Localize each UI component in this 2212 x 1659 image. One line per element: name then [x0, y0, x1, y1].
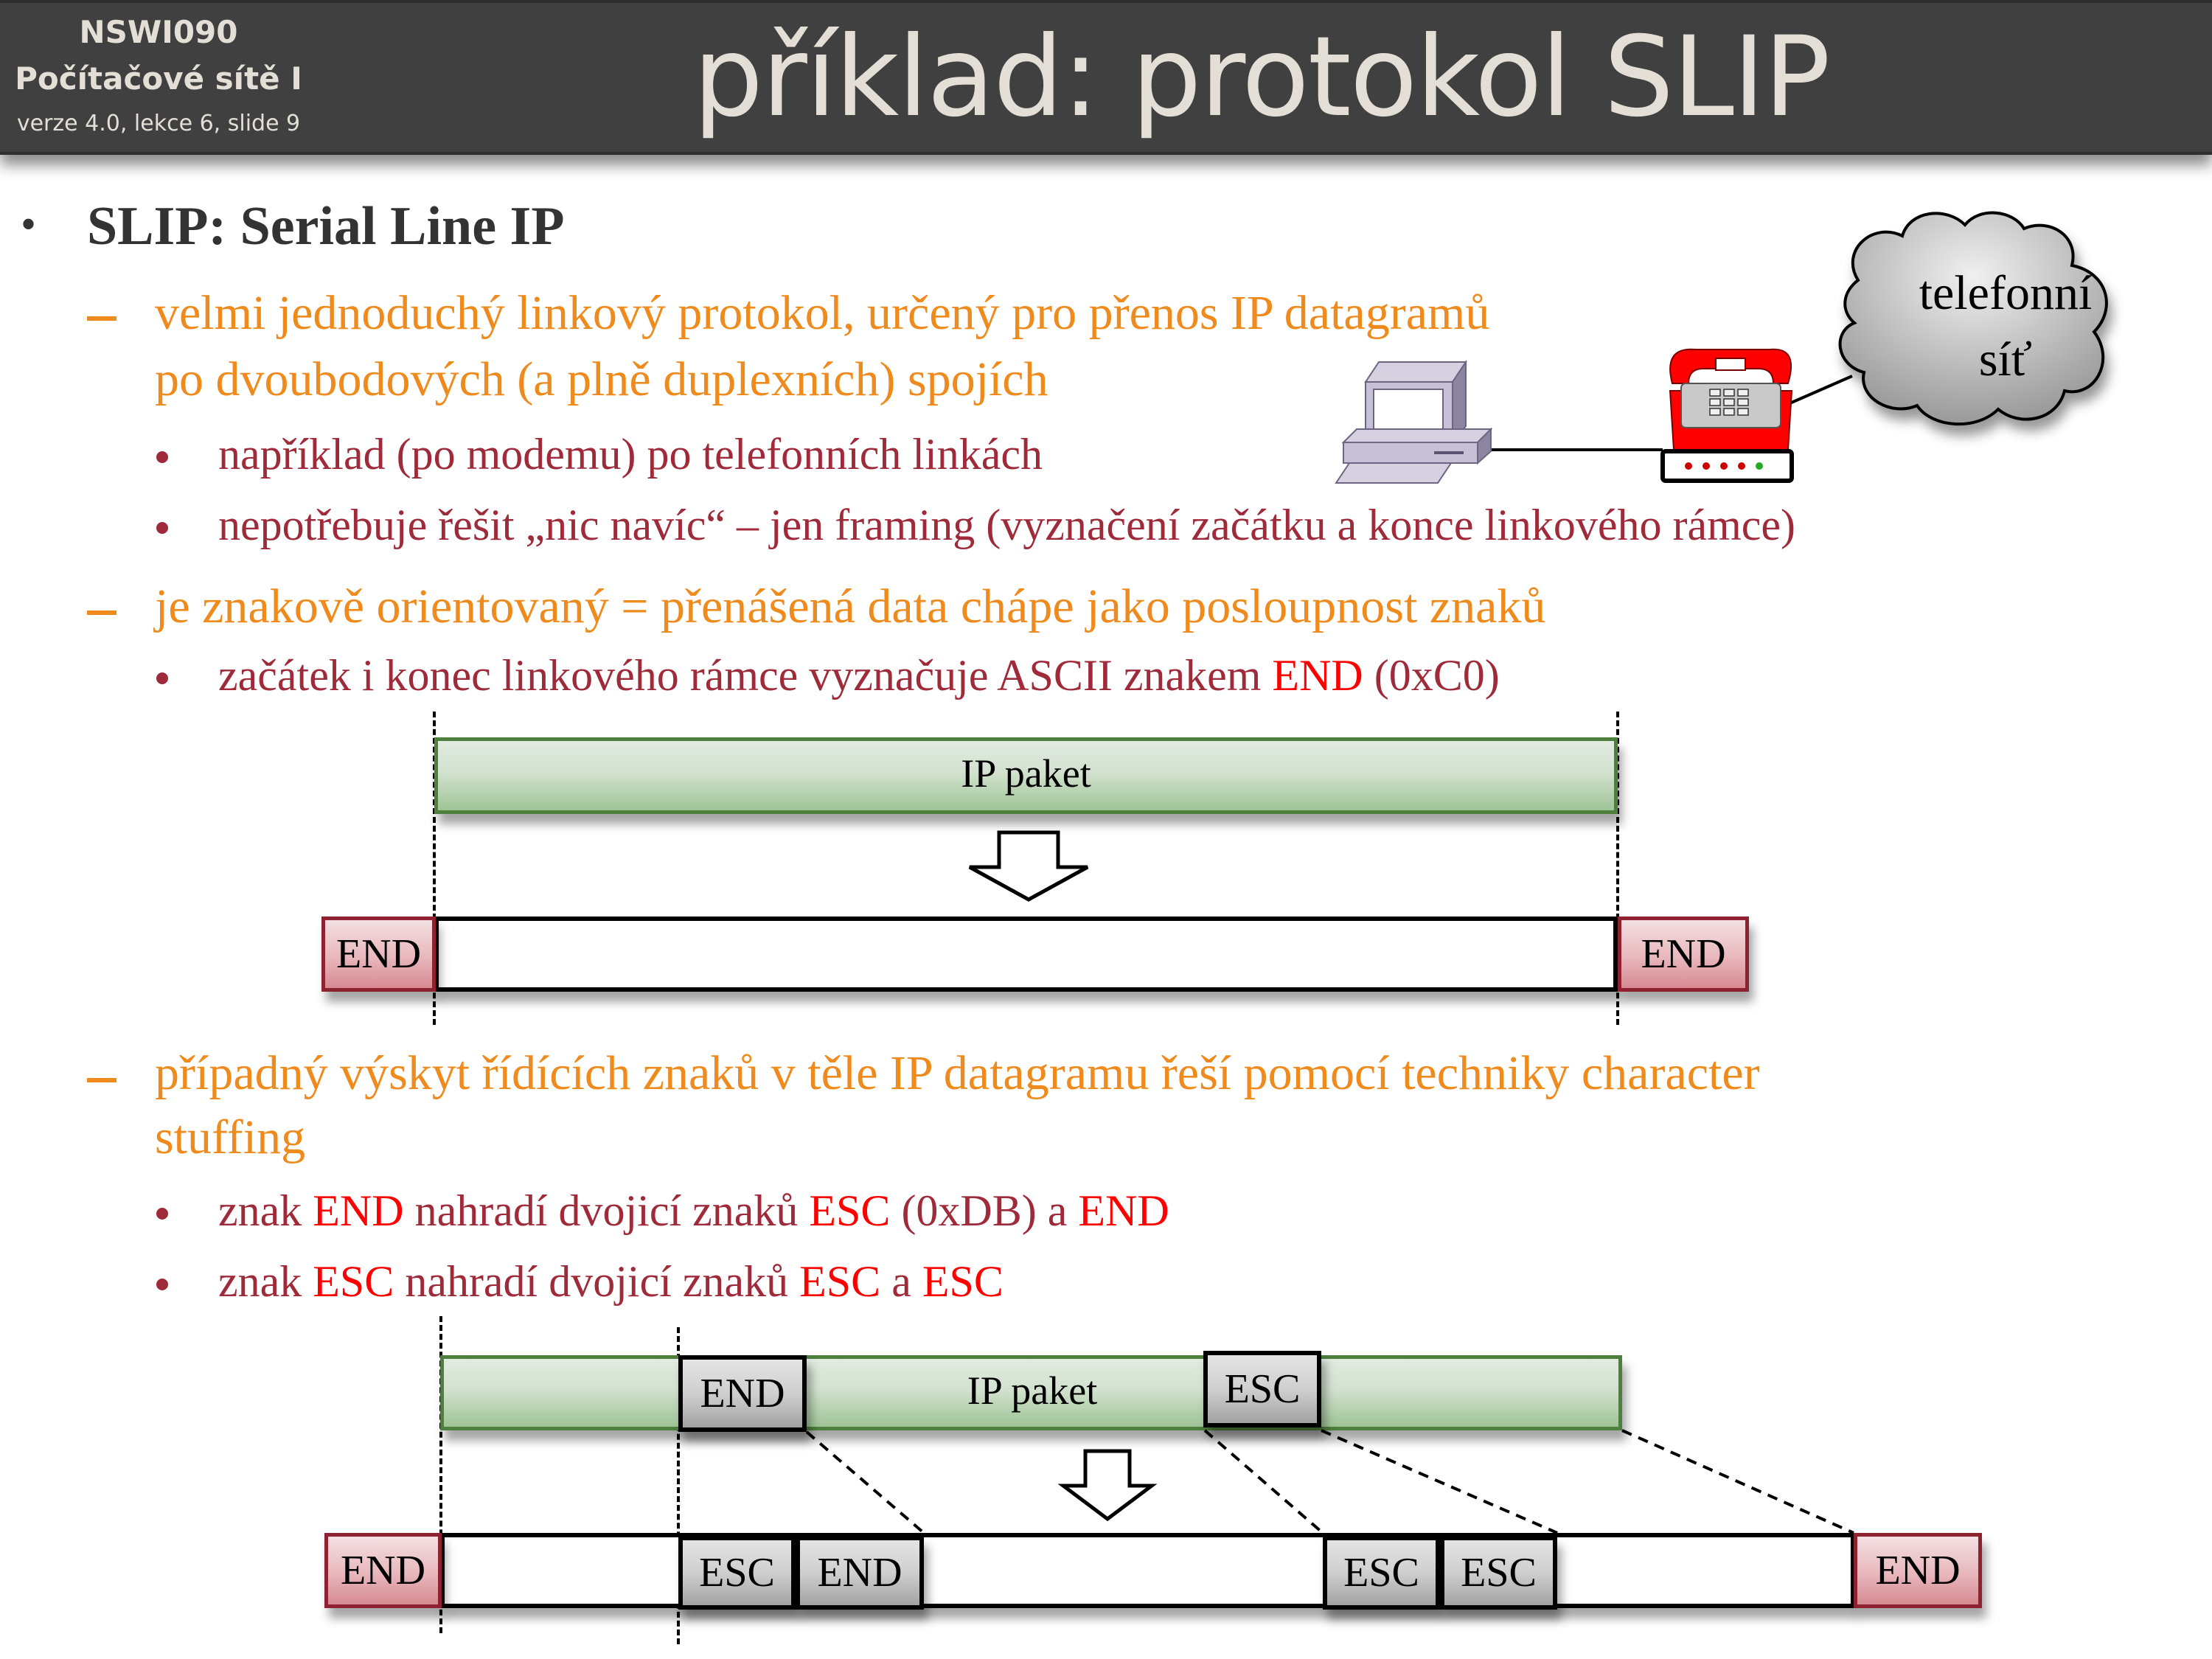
stuffed-esc: ESC	[678, 1536, 796, 1610]
text-esc-replacement: znak ESC nahradí dvojicí znaků ESC a ESC	[218, 1257, 1004, 1306]
cloud-label-line2: síť	[1978, 333, 2033, 386]
text-char-oriented: je znakově orientovaný = přenášená data …	[155, 580, 1546, 633]
cloud-label-line1: telefonní	[1919, 266, 2093, 320]
frame-body	[440, 1533, 1855, 1608]
frame-body	[434, 917, 1618, 992]
stuffed-end: END	[796, 1536, 924, 1610]
text-stuffing-2: stuffing	[155, 1110, 306, 1164]
dash-icon	[87, 316, 116, 321]
highlight-end: END	[1272, 651, 1363, 700]
bullet-icon	[156, 1279, 168, 1290]
heading-slip: SLIP: Serial Line IP	[87, 196, 565, 257]
bullet-icon	[156, 672, 168, 684]
bullet-icon: •	[21, 200, 37, 248]
version-info: verze 4.0, lekce 6, slide 9	[16, 111, 301, 136]
dash-icon	[87, 1078, 116, 1082]
slide-header: NSWI090 Počítačové sítě I verze 4.0, lek…	[0, 0, 2212, 155]
cloud-icon	[1838, 211, 2108, 425]
course-code: NSWI090	[79, 14, 238, 50]
bullet-icon	[156, 451, 168, 463]
dash-icon	[87, 611, 116, 615]
guide-line	[439, 1316, 442, 1633]
course-name: Počítačové sítě I	[15, 60, 302, 97]
text-framing-only: nepotřebuje řešit „nic navíc“ – jen fram…	[218, 501, 1795, 549]
ip-packet-label: IP paket	[961, 751, 1091, 796]
text-simple-protocol-2: po dvoubodových (a plně duplexních) spoj…	[155, 352, 1048, 406]
stuffed-esc: ESC	[1323, 1536, 1440, 1610]
ip-packet-bar	[440, 1355, 1622, 1430]
stuffed-esc: ESC	[1440, 1536, 1557, 1610]
guide-line	[433, 712, 436, 1025]
text-stuffing-1: případný výskyt řídících znaků v těle IP…	[155, 1046, 1760, 1100]
course-info: NSWI090 Počítačové sítě I verze 4.0, lek…	[0, 6, 317, 145]
illustration	[1335, 211, 2108, 484]
text-end-replacement: znak END nahradí dvojicí znaků ESC (0xDB…	[218, 1186, 1169, 1235]
text-end-marker: začátek i konec linkového rámce vyznačuj…	[218, 651, 1500, 700]
telephone-modem-icon	[1660, 348, 1794, 483]
ip-packet-bar	[434, 737, 1618, 814]
down-arrow-icon	[1057, 1449, 1158, 1522]
end-marker-start: END	[324, 1533, 442, 1608]
bullet-icon	[156, 1208, 168, 1220]
end-marker-start: END	[321, 917, 436, 992]
text-simple-protocol-1: velmi jednoduchý linkový protokol, určen…	[155, 286, 1490, 340]
guide-line	[1616, 712, 1619, 1025]
text-modem-example: například (po modemu) po telefonních lin…	[218, 430, 1043, 479]
guide-line	[677, 1327, 680, 1644]
end-marker-end: END	[1854, 1533, 1982, 1608]
end-marker-end: END	[1618, 917, 1749, 992]
slide-title: příklad: protokol SLIP	[693, 13, 1831, 142]
computer-icon	[1335, 359, 1493, 484]
ip-packet-label: IP paket	[967, 1368, 1098, 1413]
packet-end-char: END	[678, 1355, 807, 1432]
packet-esc-char: ESC	[1203, 1351, 1321, 1427]
bullet-icon	[156, 522, 168, 534]
